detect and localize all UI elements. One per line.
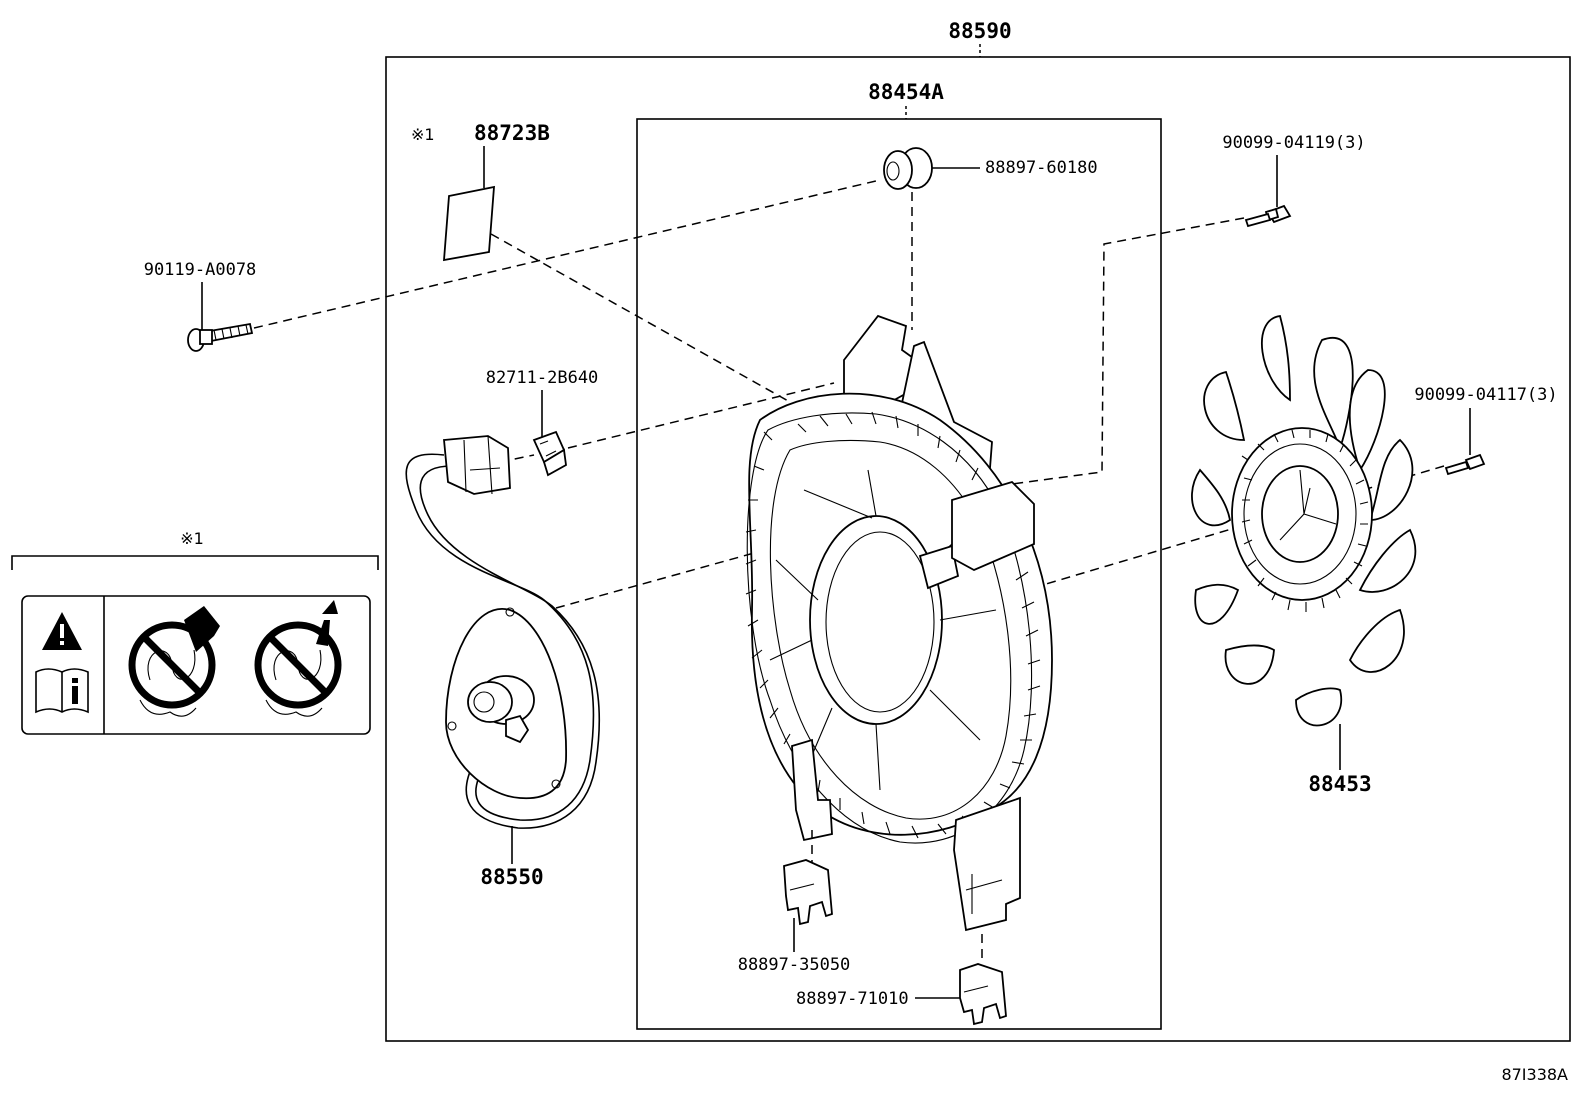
read-manual-icon <box>35 668 89 714</box>
label-fan: 88453 <box>1308 772 1371 796</box>
screw-right-part <box>1444 453 1486 476</box>
label-screw-right: 90099-04117(3) <box>1414 385 1557 405</box>
connector-clip-part <box>532 430 567 477</box>
caution-legend <box>21 595 371 735</box>
caution-label-part <box>443 185 495 262</box>
label-connector-clip: 82711-2B640 <box>486 368 599 388</box>
label-clip-bottom: 88897-71010 <box>796 989 909 1009</box>
fan-shroud-part <box>745 314 1053 932</box>
screw-top-right-part <box>1244 204 1292 228</box>
shroud-frame <box>636 118 1162 1030</box>
fan-motor-part <box>405 435 601 829</box>
no-hand-in-fan-icon <box>128 606 220 717</box>
legend-mark: ※1 <box>180 529 204 548</box>
label-grommet: 88897-60180 <box>985 158 1098 178</box>
no-tool-in-fan-icon <box>254 600 342 717</box>
clip-lower-part <box>783 859 833 926</box>
label-bolt-left: 90119-A0078 <box>144 260 257 280</box>
label-clip-lower: 88897-35050 <box>738 955 851 975</box>
fan-blade-part <box>1191 315 1417 727</box>
label-motor: 88550 <box>480 865 543 889</box>
bolt-left-part <box>187 322 254 352</box>
label-assembly: 88590 <box>948 19 1011 43</box>
label-screw-top-right: 90099-04119(3) <box>1222 133 1365 153</box>
assembly-frame <box>385 56 1571 1042</box>
label-caution-label: 88723B <box>474 121 550 145</box>
grommet-part <box>883 147 933 190</box>
label-shroud: 88454A <box>868 80 944 104</box>
label-caution-mark: ※1 <box>411 125 435 144</box>
clip-bottom-part <box>959 963 1007 1026</box>
drawing-id: 87I338A <box>1501 1065 1568 1084</box>
warning-triangle-icon <box>42 612 82 650</box>
